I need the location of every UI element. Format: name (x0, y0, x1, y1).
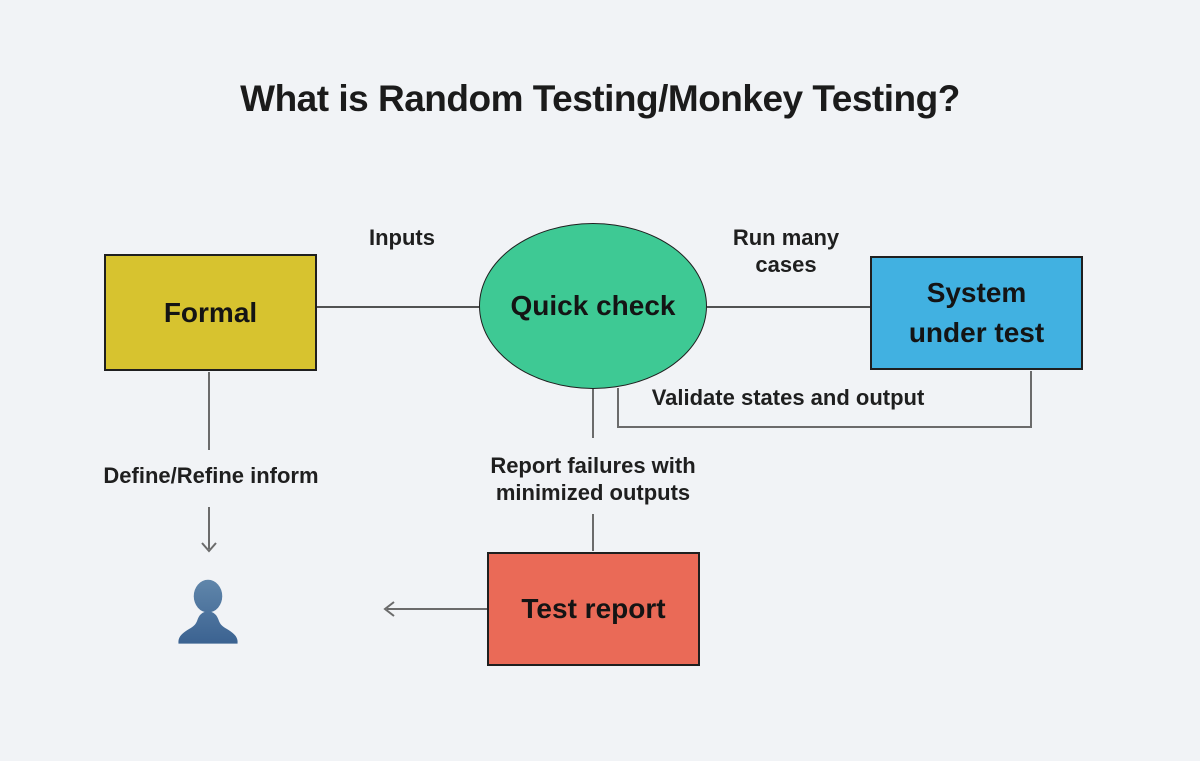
edge-label-define-refine: Define/Refine inform (103, 463, 319, 488)
node-test-report-label: Test report (521, 593, 666, 624)
edge-label-validate: Validate states and output (651, 385, 925, 410)
diagram-title: What is Random Testing/Monkey Testing? (240, 78, 960, 119)
node-test-report: Test report (487, 552, 700, 666)
edge-label-report-failures-line2: minimized outputs (495, 480, 691, 505)
edge-label-inputs: Inputs (369, 225, 435, 250)
edge-label-run-many-line1: Run many (732, 225, 840, 250)
user-silhouette-icon (170, 574, 246, 650)
edge-label-run-many-line2: cases (755, 252, 817, 277)
arrow-report-to-left (383, 601, 487, 617)
node-formal-label: Formal (163, 296, 258, 328)
node-sut-label-line2: under test (908, 317, 1045, 348)
edge-label-run-many-cases: Run many cases (710, 224, 862, 278)
edge-label-report-failures: Report failures with minimized outputs (460, 452, 726, 506)
edge-label-report-failures-line1: Report failures with (490, 453, 696, 478)
node-system-under-test: System under test (870, 256, 1083, 370)
arrow-define-to-user (201, 507, 217, 553)
node-formal: Formal (104, 254, 317, 371)
node-sut-label-line1: System (926, 277, 1027, 308)
node-quick-check: Quick check (479, 223, 707, 389)
node-quick-check-label: Quick check (510, 290, 676, 321)
